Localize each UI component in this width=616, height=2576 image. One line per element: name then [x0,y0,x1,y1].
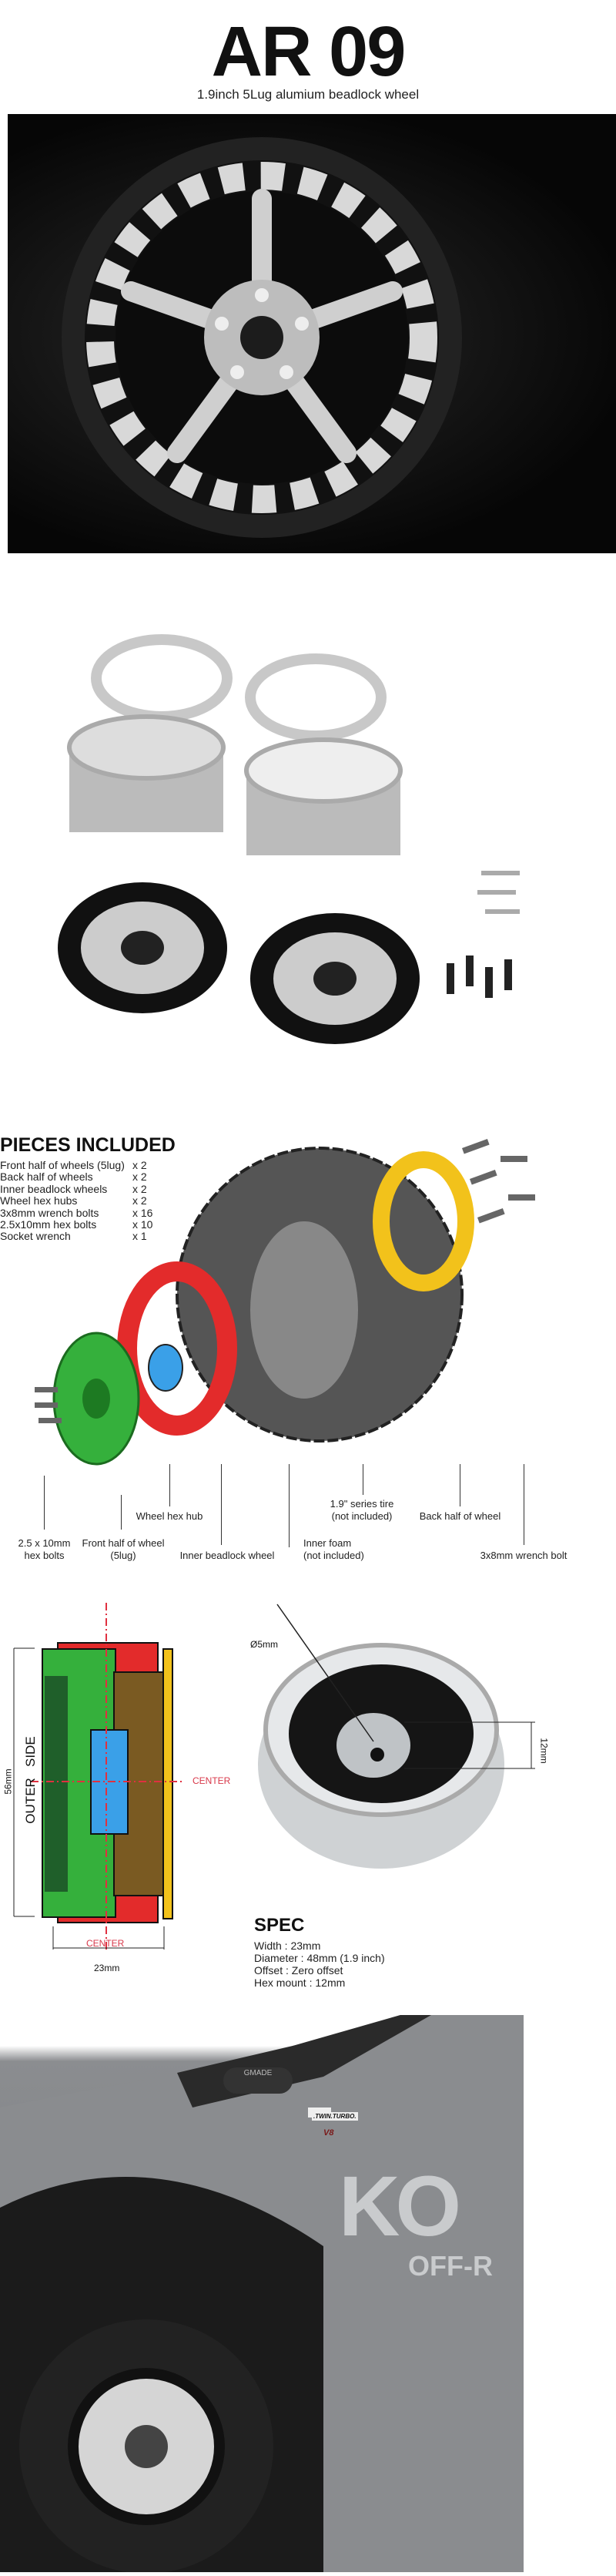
pieces-included-heading: PIECES INCLUDED [0,1134,176,1156]
piece-name: Wheel hex hubs [0,1194,78,1207]
piece-qty: x 2 [132,1194,147,1207]
label-hex-bolts: 2.5 x 10mm hex bolts [18,1537,71,1561]
piece-qty: x 2 [132,1170,147,1183]
decal-offroad: OFF-R [408,2250,493,2282]
wheel-illustration [62,137,462,538]
v8-badge: V8 [323,2128,334,2138]
label-inner-beadlock: Inner beadlock wheel [179,1550,275,1561]
label-wrench-bolt: 3x8mm wrench bolt [480,1550,567,1561]
product-subtitle: 1.9inch 5Lug alumium beadlock wheel [196,87,420,102]
truck-photo [0,2015,524,2574]
piece-name: Socket wrench [0,1230,71,1242]
piece-name: Back half of wheels [0,1170,93,1183]
spec-heading: SPEC [254,1915,305,1936]
spec-line: Diameter : 48mm (1.9 inch) [254,1952,385,1964]
bore-dimension: Ø5mm [250,1639,278,1650]
label-back-half: Back half of wheel [419,1510,501,1522]
leader-line [169,1464,170,1506]
wheel-parts-photo [46,624,527,1083]
label-tire: 1.9" series tire (not included) [330,1498,394,1522]
cross-section-diagram [13,1603,182,1950]
center-label-horizontal: CENTER [192,1775,231,1786]
leader-line [121,1495,122,1530]
piece-name: Inner beadlock wheels [0,1183,108,1195]
piece-qty: x 1 [132,1230,147,1242]
leader-line [289,1464,290,1547]
leader-line [44,1476,45,1530]
spec-line: Width : 23mm [254,1940,321,1952]
decal-logo: KO [339,2159,461,2254]
height-dimension: 56mm [2,1768,14,1795]
label-inner-foam: Inner foam (not included) [303,1537,364,1561]
leader-line [221,1464,222,1545]
spec-line: Hex mount : 12mm [254,1977,346,1989]
piece-qty: x 10 [132,1218,153,1231]
center-label-vertical: CENTER [86,1938,125,1949]
piece-qty: x 2 [132,1183,147,1195]
truck-illustration [0,2015,524,2574]
spec-line: Offset : Zero offset [254,1964,343,1977]
label-front-half: Front half of wheel (5lug) [82,1537,165,1561]
label-hex-hub: Wheel hex hub [136,1510,203,1522]
exploded-view-diagram [35,1139,535,1466]
parts-illustration [58,634,520,1044]
hub-photo [258,1604,535,1869]
piece-name: 3x8mm wrench bolts [0,1207,99,1219]
piece-qty: x 2 [132,1159,147,1171]
twin-turbo-badge: .TWIN.TURBO. [312,2112,358,2121]
outer-side-label: OUTER SIDE [23,1736,38,1824]
piece-qty: x 16 [132,1207,153,1219]
piece-name: 2.5x10mm hex bolts [0,1218,97,1231]
hex-dimension: 12mm [538,1738,550,1764]
width-dimension: 23mm [94,1963,120,1973]
hero-wheel-photo [8,114,616,553]
snorkel-brand-text: GMADE [243,2069,273,2077]
piece-name: Front half of wheels (5lug) [0,1159,125,1171]
product-title: AR 09 [211,12,407,91]
